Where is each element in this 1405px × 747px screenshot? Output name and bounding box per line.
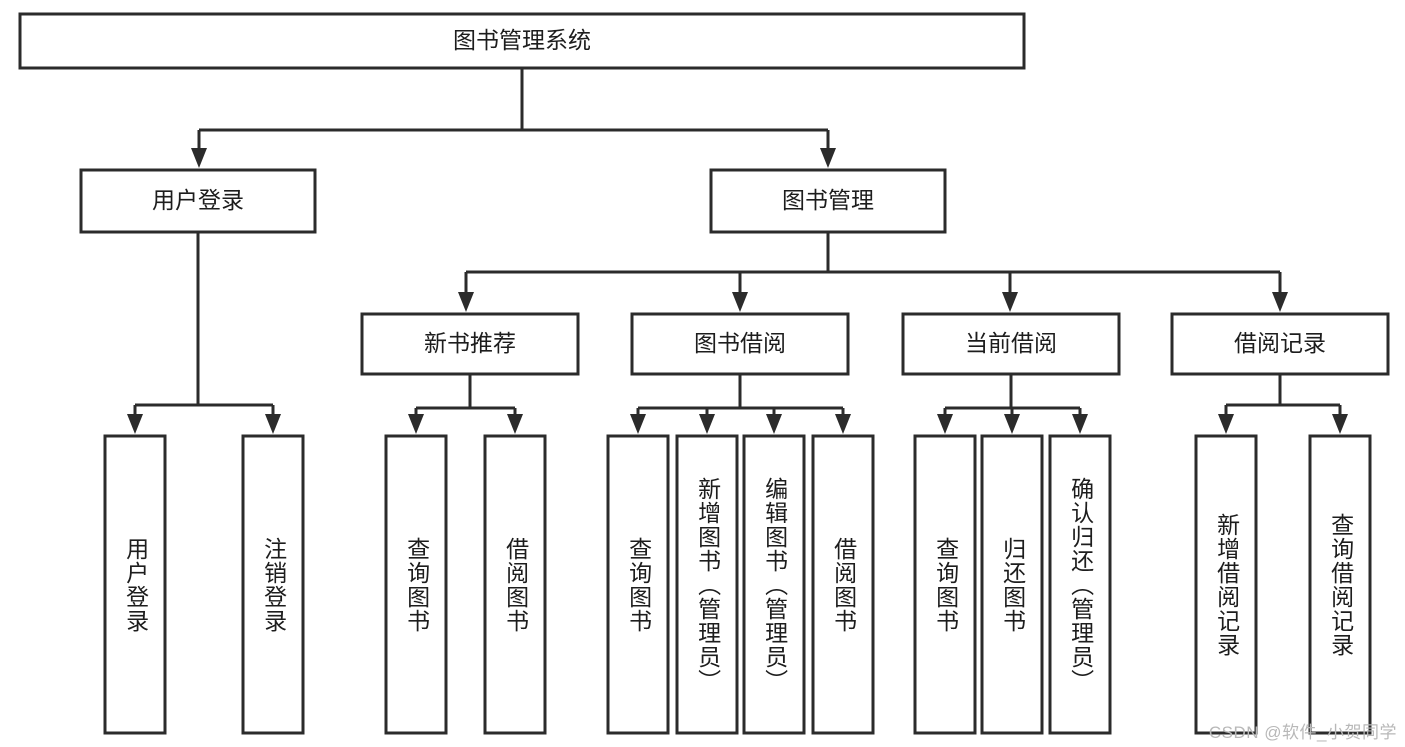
arrowhead-leaf-logout (265, 414, 281, 434)
node-root-box[interactable] (18, 12, 1026, 70)
arrowhead-leaf-add-book (699, 414, 715, 434)
node-borrow-record-box[interactable] (1170, 312, 1390, 376)
connector-group-root (191, 68, 836, 168)
connector-group-book-manage (458, 232, 1288, 312)
node-new-book-recommend-box[interactable] (360, 312, 580, 376)
node-leaf-query-book-2-box[interactable] (606, 434, 670, 735)
node-leaf-user-login-box[interactable] (103, 434, 167, 735)
node-user-login-box[interactable] (79, 168, 317, 234)
node-borrow-record[interactable]: 借阅记录 (1170, 312, 1390, 376)
arrowhead-book-borrow (732, 292, 748, 312)
node-leaf-return-book-box[interactable] (980, 434, 1044, 735)
connector-group-user-login (127, 232, 281, 434)
arrowhead-current-borrow (1002, 292, 1018, 312)
node-leaf-edit-book-box[interactable] (742, 434, 806, 735)
node-leaf-add-record-box[interactable] (1194, 434, 1258, 735)
node-new-book-recommend-label: 新书推荐 (424, 330, 516, 356)
node-current-borrow-label: 当前借阅 (965, 330, 1057, 356)
arrowhead-leaf-query-book-3 (937, 414, 953, 434)
arrowhead-user-login (191, 148, 207, 168)
node-current-borrow-box[interactable] (901, 312, 1121, 376)
node-book-borrow-box[interactable] (630, 312, 850, 376)
arrowhead-leaf-user-login (127, 414, 143, 434)
node-new-book-recommend[interactable]: 新书推荐 (360, 312, 580, 376)
node-book-manage[interactable]: 图书管理 (709, 168, 947, 234)
node-root-label: 图书管理系统 (453, 27, 591, 53)
node-book-borrow-label: 图书借阅 (694, 330, 786, 356)
connector-group-current-borrow (937, 374, 1088, 434)
arrowhead-leaf-query-book-1 (408, 414, 424, 434)
arrowhead-leaf-query-record (1332, 414, 1348, 434)
csdn-watermark: CSDN @软件_小贺同学 (1208, 723, 1397, 742)
arrowhead-borrow-record (1272, 292, 1288, 312)
node-leaf-borrow-book-1-box[interactable] (483, 434, 547, 735)
arrowhead-leaf-borrow-book-2 (835, 414, 851, 434)
node-borrow-record-label: 借阅记录 (1234, 330, 1326, 356)
node-leaf-add-book-box[interactable] (675, 434, 739, 735)
arrowhead-leaf-edit-book (766, 414, 782, 434)
node-root[interactable]: 图书管理系统 (18, 12, 1026, 70)
node-user-login[interactable]: 用户登录 (79, 168, 317, 234)
arrowhead-book-manage (820, 148, 836, 168)
connector-group-new-book-recommend (408, 374, 523, 434)
node-current-borrow[interactable]: 当前借阅 (901, 312, 1121, 376)
node-book-manage-label: 图书管理 (782, 187, 874, 213)
node-leaf-query-record-box[interactable] (1308, 434, 1372, 735)
arrowhead-leaf-confirm-return (1072, 414, 1088, 434)
node-book-manage-box[interactable] (709, 168, 947, 234)
node-leaf-query-book-3-box[interactable] (913, 434, 977, 735)
node-leaf-confirm-return-box[interactable] (1048, 434, 1112, 735)
arrowhead-leaf-borrow-book-1 (507, 414, 523, 434)
arrowhead-new-book-recommend (458, 292, 474, 312)
arrowhead-leaf-return-book (1004, 414, 1020, 434)
connector-group-borrow-record (1218, 374, 1348, 434)
node-book-borrow[interactable]: 图书借阅 (630, 312, 850, 376)
connector-group-book-borrow (630, 374, 851, 434)
node-leaf-query-book-1-box[interactable] (384, 434, 448, 735)
node-user-login-label: 用户登录 (152, 187, 244, 213)
node-leaf-borrow-book-2-box[interactable] (811, 434, 875, 735)
arrowhead-leaf-query-book-2 (630, 414, 646, 434)
leaf-box-group (103, 434, 1372, 735)
arrowhead-leaf-add-record (1218, 414, 1234, 434)
node-leaf-logout-box[interactable] (241, 434, 305, 735)
